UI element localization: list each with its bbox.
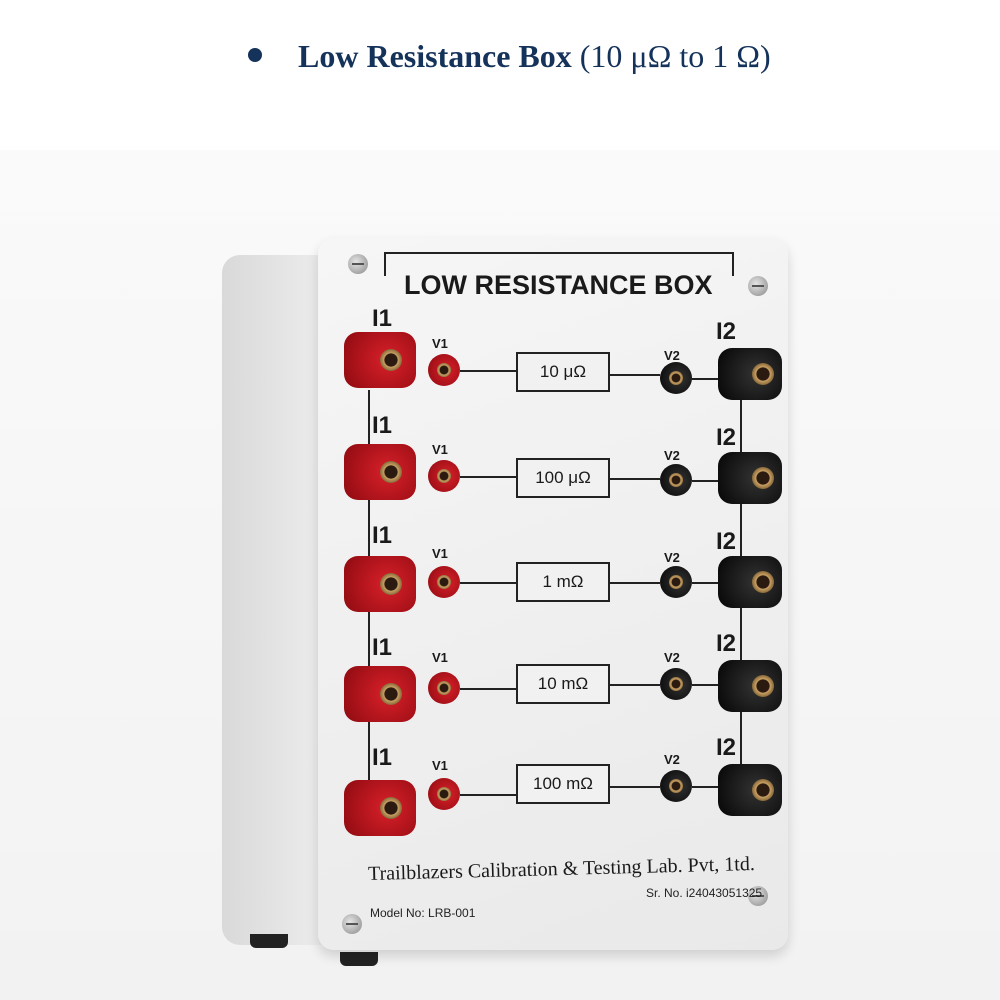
- terminal-hole: [752, 675, 774, 697]
- wire: [460, 794, 518, 796]
- wire: [608, 684, 660, 686]
- jack-v2-black[interactable]: [660, 362, 692, 394]
- jack-v2-black[interactable]: [660, 464, 692, 496]
- resistor-10mohm: 10 mΩ: [516, 664, 610, 704]
- jack-v1-red[interactable]: [428, 354, 460, 386]
- jack-hole: [669, 677, 683, 691]
- heading-bold: Low Resistance Box: [298, 38, 572, 74]
- terminal-i1-red[interactable]: [344, 444, 416, 500]
- jack-hole: [669, 779, 683, 793]
- wire: [692, 582, 720, 584]
- terminal-hole: [752, 467, 774, 489]
- terminal-i1-red[interactable]: [344, 666, 416, 722]
- wire: [692, 378, 720, 380]
- terminal-i1-red[interactable]: [344, 780, 416, 836]
- terminal-i2-black[interactable]: [718, 556, 782, 608]
- terminal-hole: [380, 349, 402, 371]
- label-v1: V1: [432, 650, 448, 665]
- jack-hole: [669, 371, 683, 385]
- label-i1: I1: [372, 634, 393, 661]
- label-v1: V1: [432, 442, 448, 457]
- wire: [460, 688, 518, 690]
- label-v1: V1: [432, 758, 448, 773]
- terminal-hole: [752, 571, 774, 593]
- jack-v2-black[interactable]: [660, 770, 692, 802]
- terminal-i2-black[interactable]: [718, 764, 782, 816]
- wire: [608, 478, 660, 480]
- bullet-icon: [248, 48, 262, 62]
- terminal-i2-black[interactable]: [718, 660, 782, 712]
- label-v1: V1: [432, 546, 448, 561]
- wire: [692, 480, 720, 482]
- wire: [608, 786, 660, 788]
- label-v2: V2: [664, 752, 680, 767]
- label-i1: I1: [372, 412, 393, 439]
- screw-icon: [748, 886, 768, 906]
- resistor-1mohm: 1 mΩ: [516, 562, 610, 602]
- label-i2: I2: [716, 318, 737, 345]
- jack-v1-red[interactable]: [428, 672, 460, 704]
- box-side-panel: [222, 255, 332, 945]
- jack-v1-red[interactable]: [428, 566, 460, 598]
- label-i2: I2: [716, 734, 737, 761]
- terminal-i1-red[interactable]: [344, 556, 416, 612]
- jack-hole: [669, 575, 683, 589]
- resistor-10uohm: 10 μΩ: [516, 352, 610, 392]
- terminal-hole: [752, 779, 774, 801]
- terminal-hole: [380, 797, 402, 819]
- label-i2: I2: [716, 528, 737, 555]
- jack-v2-black[interactable]: [660, 566, 692, 598]
- jack-hole: [437, 787, 451, 801]
- terminal-hole: [380, 573, 402, 595]
- terminal-hole: [752, 363, 774, 385]
- jack-hole: [437, 575, 451, 589]
- label-i1: I1: [372, 305, 393, 332]
- label-v2: V2: [664, 650, 680, 665]
- resistor-100mohm: 100 mΩ: [516, 764, 610, 804]
- wire: [460, 476, 518, 478]
- wire: [692, 684, 720, 686]
- serial-number: Sr. No. i24043051325: [646, 886, 763, 900]
- terminal-hole: [380, 683, 402, 705]
- jack-hole: [437, 363, 451, 377]
- label-i1: I1: [372, 744, 393, 771]
- label-v2: V2: [664, 348, 680, 363]
- jack-v1-red[interactable]: [428, 460, 460, 492]
- screw-icon: [342, 914, 362, 934]
- wire: [608, 374, 660, 376]
- jack-v2-black[interactable]: [660, 668, 692, 700]
- jack-hole: [669, 473, 683, 487]
- jack-hole: [437, 469, 451, 483]
- heading-range: (10 μΩ to 1 Ω): [571, 38, 771, 74]
- jack-v1-red[interactable]: [428, 778, 460, 810]
- terminal-i2-black[interactable]: [718, 452, 782, 504]
- screw-icon: [748, 276, 768, 296]
- screw-icon: [348, 254, 368, 274]
- terminal-i1-red[interactable]: [344, 332, 416, 388]
- model-number: Model No: LRB-001: [370, 906, 476, 920]
- label-i1: I1: [372, 522, 393, 549]
- wire: [608, 582, 660, 584]
- rubber-foot: [250, 934, 288, 948]
- device-title: LOW RESISTANCE BOX: [404, 270, 713, 300]
- label-v2: V2: [664, 448, 680, 463]
- label-v1: V1: [432, 336, 448, 351]
- title-frame: [384, 252, 734, 276]
- wire: [692, 786, 720, 788]
- rubber-foot: [340, 952, 378, 966]
- label-v2: V2: [664, 550, 680, 565]
- resistor-100uohm: 100 μΩ: [516, 458, 610, 498]
- wire: [460, 370, 518, 372]
- heading-text: Low Resistance Box (10 μΩ to 1 Ω): [298, 28, 798, 84]
- label-i2: I2: [716, 630, 737, 657]
- terminal-hole: [380, 461, 402, 483]
- terminal-i2-black[interactable]: [718, 348, 782, 400]
- label-i2: I2: [716, 424, 737, 451]
- wire: [460, 582, 518, 584]
- jack-hole: [437, 681, 451, 695]
